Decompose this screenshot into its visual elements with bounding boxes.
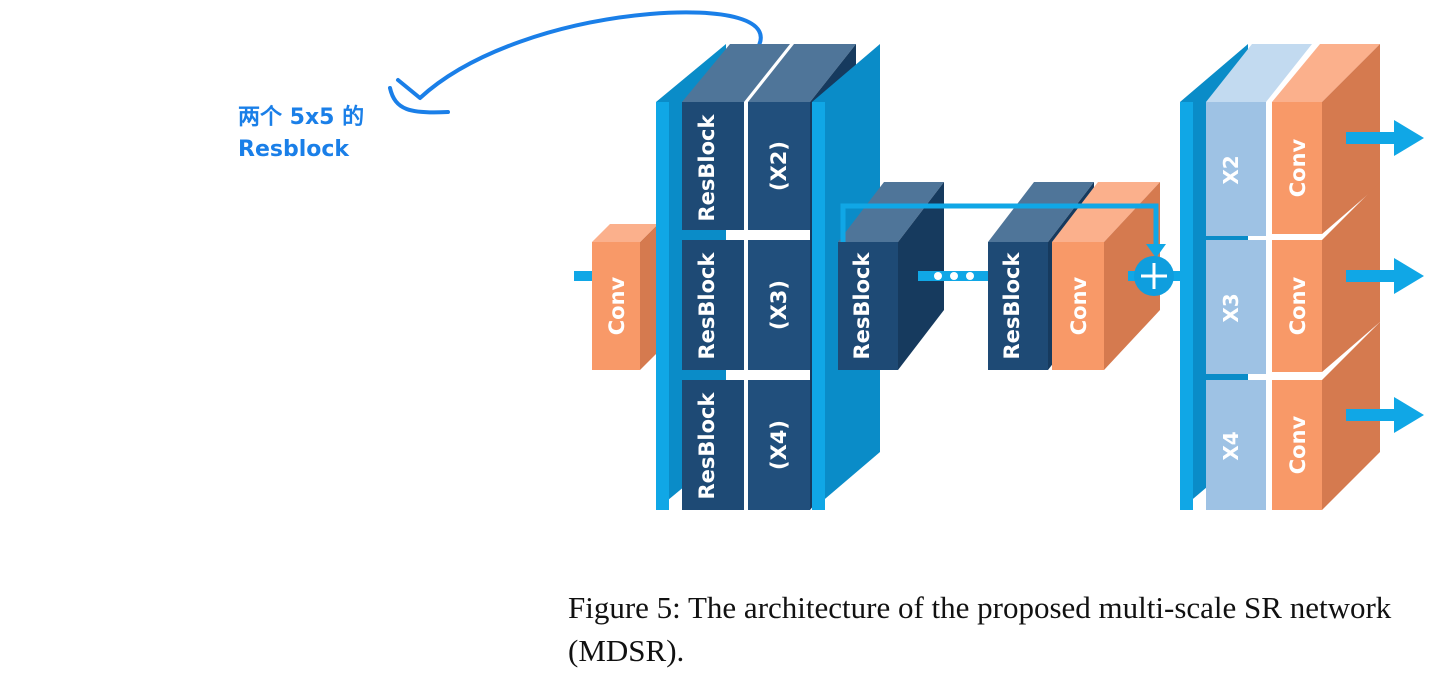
upsample-label-x4: X4: [1219, 431, 1243, 460]
ellipsis-dot: [934, 272, 942, 280]
skip-connection: [840, 203, 1159, 246]
conv-label-body: Conv: [1067, 276, 1091, 335]
scale-label-x4: (X4): [767, 420, 791, 470]
conv-label-output-x2: Conv: [1286, 138, 1310, 197]
conv-label-output-x3: Conv: [1286, 276, 1310, 335]
resblock-label-1: ResBlock: [695, 113, 719, 221]
output-arrow-x4: [1346, 397, 1424, 433]
upsample-modules: [1206, 44, 1312, 510]
conv-label-input: Conv: [605, 276, 629, 335]
scale-label-x2: (X2): [767, 141, 791, 191]
upsample-label-x2: X2: [1219, 155, 1243, 184]
plus-sign: [1141, 263, 1167, 289]
input-arrow: [574, 271, 596, 281]
conv-block-body: [1052, 182, 1160, 370]
annotation-line-2: Resblock: [238, 137, 350, 162]
resblock-stack: [682, 44, 856, 510]
ellipsis-dot: [966, 272, 974, 280]
output-arrow-x2: [1346, 120, 1424, 156]
resblock-label-3: ResBlock: [695, 391, 719, 499]
resblock-label-2: ResBlock: [695, 251, 719, 359]
body-resblock-label-2: ResBlock: [1000, 251, 1024, 359]
conv-block-input: [592, 224, 658, 370]
output-arrow-x3: [1346, 258, 1424, 294]
skip-arrowhead: [1146, 244, 1166, 258]
annotation-line-1: 两个 5x5 的: [238, 105, 365, 130]
ellipsis-dot: [950, 272, 958, 280]
scale-label-x3: (X3): [767, 280, 791, 330]
handwritten-annotation: 两个 5x5 的 Resblock: [238, 102, 364, 166]
conv-label-output-x4: Conv: [1286, 415, 1310, 474]
figure-caption: Figure 5: The architecture of the propos…: [568, 590, 1392, 668]
annotation-curve: [388, 10, 763, 115]
upsample-label-x3: X3: [1219, 293, 1243, 322]
body-resblock-label-1: ResBlock: [850, 251, 874, 359]
